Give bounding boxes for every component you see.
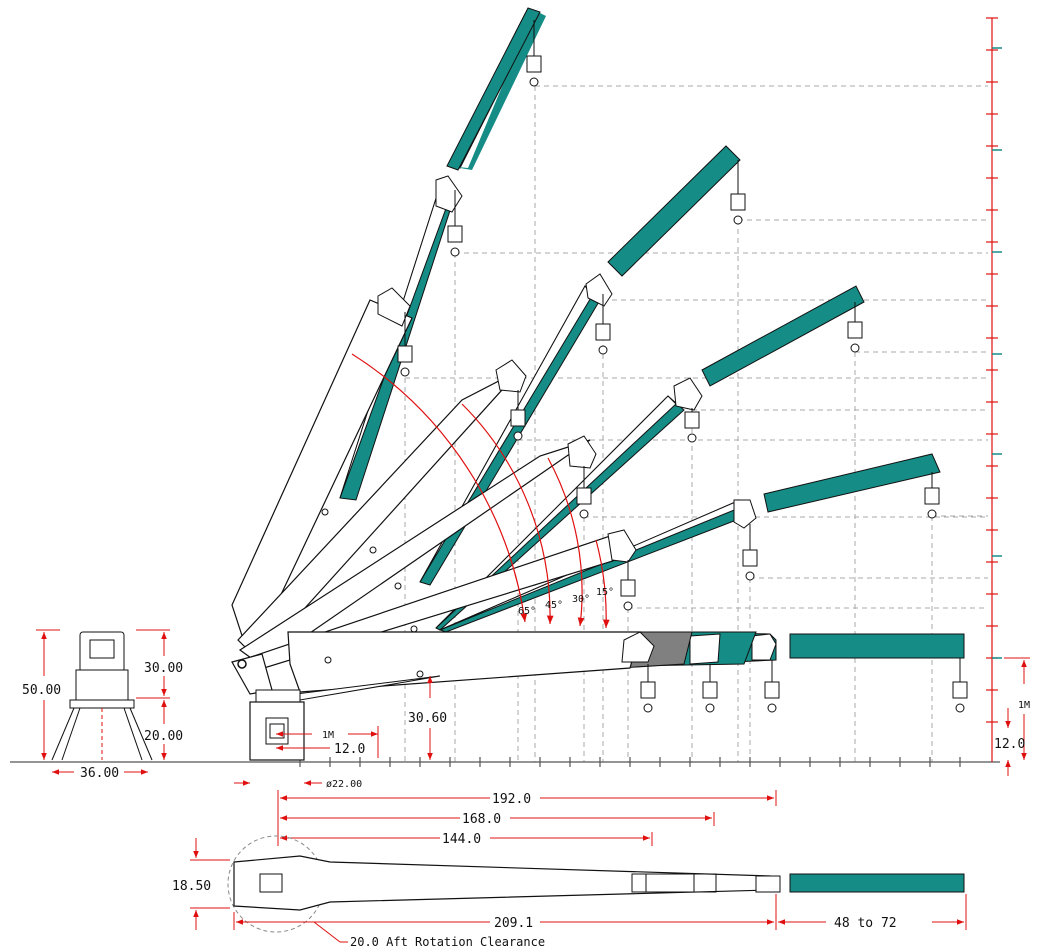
- pedestal-offset: 12.0: [334, 742, 365, 757]
- angle-label-65: 65°: [518, 606, 536, 617]
- bolt-circle-diameter: ø22.00: [326, 779, 362, 790]
- hooks: [397, 20, 968, 713]
- reach-dimensions: [277, 790, 777, 846]
- plan-length: 209.1: [494, 916, 533, 931]
- reach-168: 168.0: [462, 812, 501, 827]
- angle-label-15: 15°: [596, 587, 614, 598]
- reach-144: 144.0: [442, 832, 481, 847]
- front-dimensions: [36, 629, 170, 775]
- front-height-lower: 20.00: [144, 729, 183, 744]
- plan-view: [227, 835, 965, 933]
- boom-30: [238, 285, 865, 667]
- angle-label-30: 30°: [572, 594, 590, 605]
- front-height-upper: 30.00: [144, 661, 183, 676]
- angle-arcs: [351, 353, 610, 629]
- plan-dimensions: [190, 838, 967, 943]
- boom-0: [287, 631, 965, 693]
- pivot-height: 30.60: [408, 711, 447, 726]
- ground-line: [10, 757, 1000, 767]
- angle-label-45: 45°: [545, 600, 563, 611]
- pedestal-1m-label: 1M: [322, 730, 334, 741]
- front-view: [51, 631, 153, 761]
- boom-65: [231, 7, 546, 662]
- scale-12-label: 12.0: [994, 737, 1025, 752]
- pedestal: [249, 689, 305, 761]
- side-dimensions: [234, 676, 433, 786]
- vertical-scale: [986, 17, 998, 762]
- rotation-clearance-note: 20.0 Aft Rotation Clearance: [350, 935, 545, 949]
- right-dimensions: [1004, 657, 1030, 776]
- reach-192: 192.0: [492, 792, 531, 807]
- plan-width: 18.50: [172, 879, 211, 894]
- front-height-total: 50.00: [22, 683, 61, 698]
- front-base-width: 36.00: [80, 766, 119, 781]
- plan-extension: 48 to 72: [834, 916, 897, 931]
- scale-1m-label: 1M: [1018, 700, 1030, 711]
